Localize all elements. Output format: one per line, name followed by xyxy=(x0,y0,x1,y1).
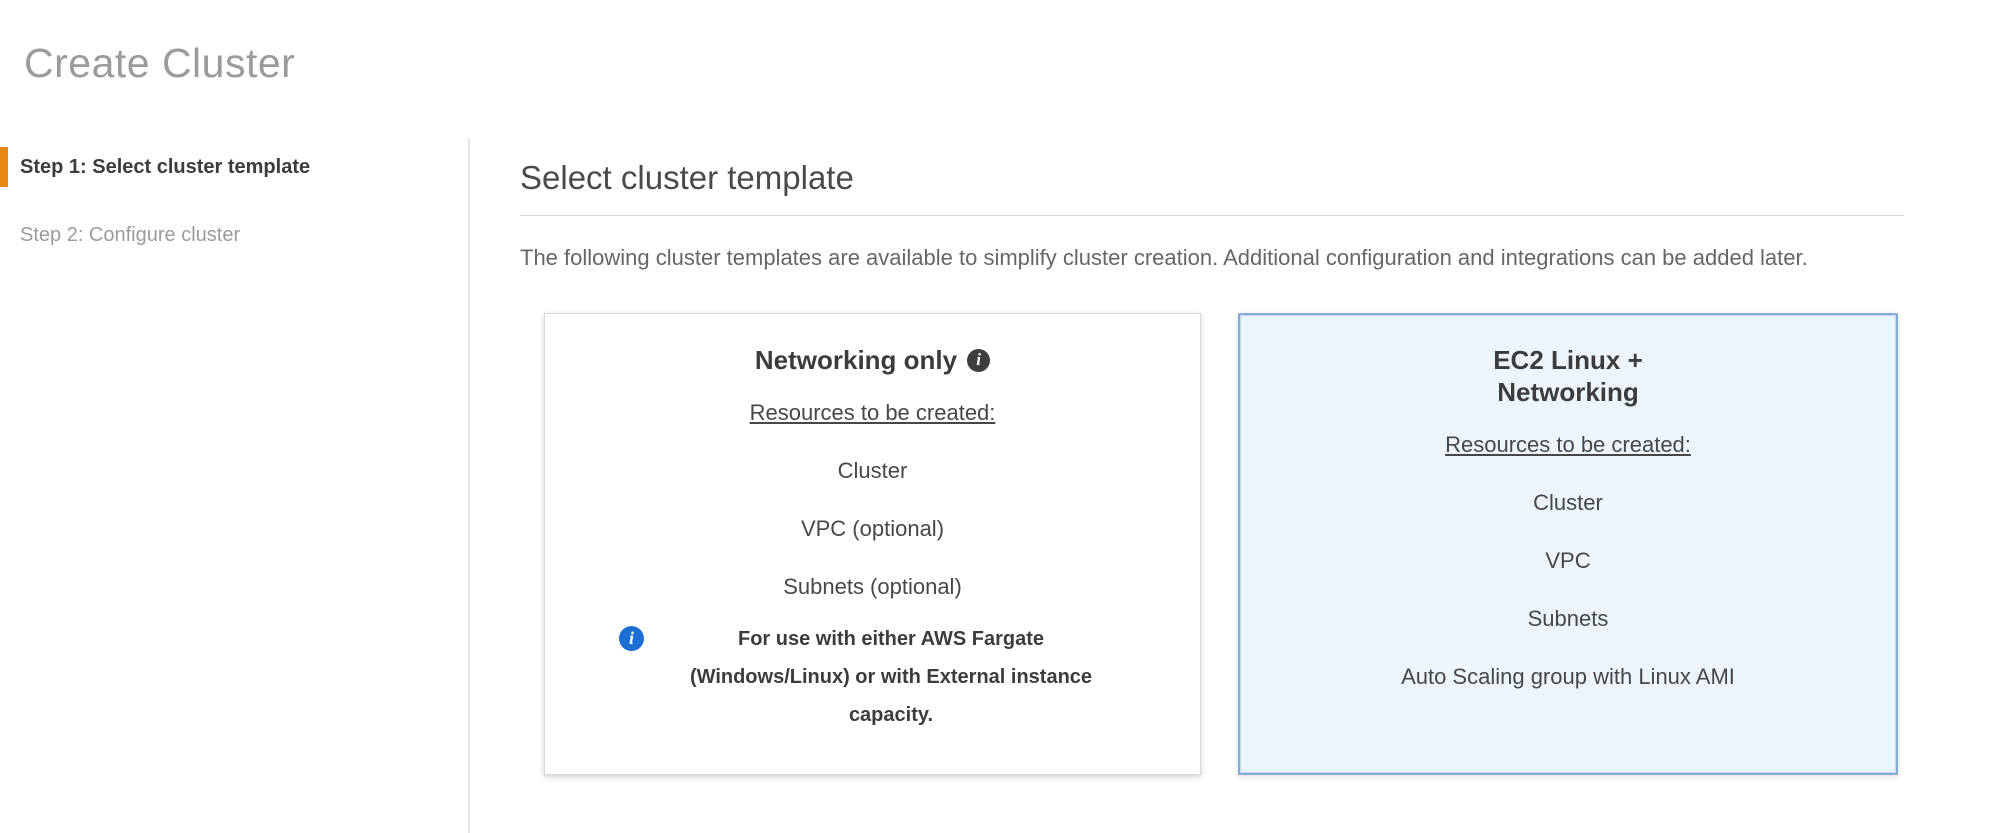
info-icon[interactable]: i xyxy=(967,348,991,372)
vertical-divider xyxy=(468,138,470,833)
resource-item: VPC xyxy=(1545,548,1591,573)
template-card-networking-only[interactable]: Networking only i Resources to be create… xyxy=(544,313,1201,775)
section-description: The following cluster templates are avai… xyxy=(520,245,1808,270)
card-title: EC2 Linux + Networking xyxy=(1493,344,1643,408)
resource-item: Cluster xyxy=(837,458,908,483)
heading-divider xyxy=(520,215,1904,216)
card-title-row: Networking only i xyxy=(754,344,991,376)
card-title-line-1: EC2 Linux + xyxy=(1493,345,1643,375)
resource-item: Cluster xyxy=(1533,490,1603,515)
section-heading: Select cluster template xyxy=(520,159,854,196)
resources-label: Resources to be created: xyxy=(1445,432,1691,457)
card-title-line-2: Networking xyxy=(1497,377,1639,407)
resource-item: VPC (optional) xyxy=(800,516,945,541)
resources-label: Resources to be created: xyxy=(749,400,996,425)
wizard-step-2: Step 2: Configure cluster xyxy=(0,214,460,256)
active-step-marker xyxy=(0,147,8,187)
template-cards-row: Networking only i Resources to be create… xyxy=(544,313,1904,775)
template-card-ec2-linux-networking[interactable]: EC2 Linux + Networking Resources to be c… xyxy=(1238,313,1898,775)
wizard-step-1[interactable]: Step 1: Select cluster template xyxy=(0,146,460,188)
resource-item: Auto Scaling group with Linux AMI xyxy=(1401,664,1735,689)
wizard-step-nav: Step 1: Select cluster template Step 2: … xyxy=(0,146,460,282)
main-panel: Select cluster template The following cl… xyxy=(520,140,1904,775)
info-icon: i xyxy=(619,626,644,651)
step-marker-placeholder xyxy=(0,215,8,255)
page-title: Create Cluster xyxy=(24,40,296,86)
wizard-step-2-label: Step 2: Configure cluster xyxy=(20,223,241,246)
card-note: i For use with either AWS Fargate (Windo… xyxy=(619,620,1126,734)
card-note-text: For use with either AWS Fargate (Windows… xyxy=(689,628,1093,726)
resource-item: Subnets xyxy=(1527,606,1609,631)
wizard-step-1-label: Step 1: Select cluster template xyxy=(20,155,311,178)
resource-item: Subnets (optional) xyxy=(783,574,962,599)
card-title: Networking only xyxy=(754,345,958,375)
